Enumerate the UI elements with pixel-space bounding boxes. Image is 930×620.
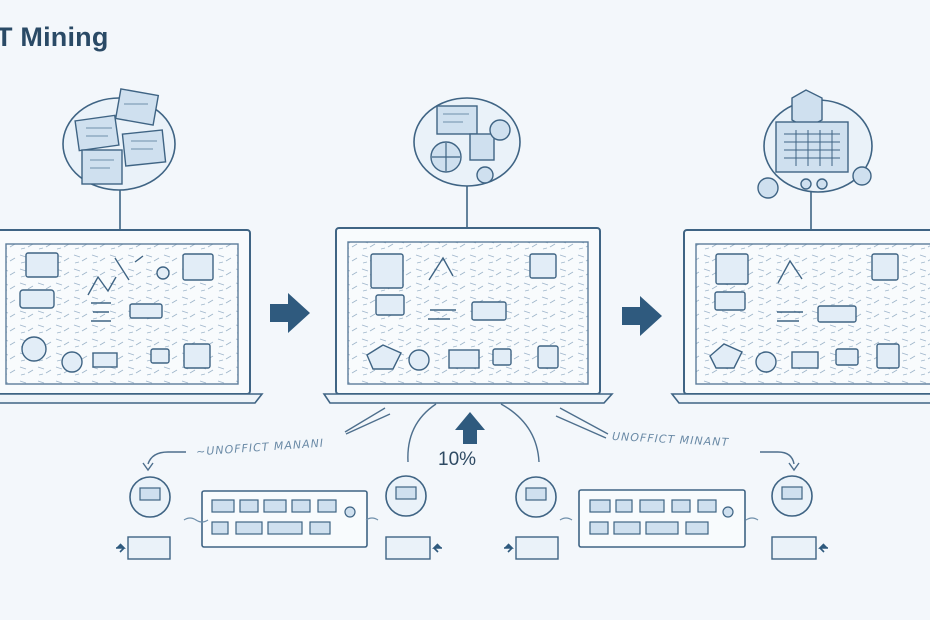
squiggle-links [183,517,759,523]
document-cluster-icon [62,88,176,230]
arrow-up-icon [455,412,485,444]
lower-group-right [504,475,828,560]
laptop-left [0,229,264,404]
arrow-right-icon [270,293,310,333]
connector-lines [147,403,795,465]
laptop-right [670,229,930,404]
page-title: T Mining [0,22,109,52]
arrow-right-icon-2 [622,296,662,336]
cube-icon [757,89,873,230]
dashboard-icon [413,97,521,228]
lower-group-left [116,475,442,560]
laptop-center [322,227,614,404]
percent-label: 10% [438,449,477,470]
